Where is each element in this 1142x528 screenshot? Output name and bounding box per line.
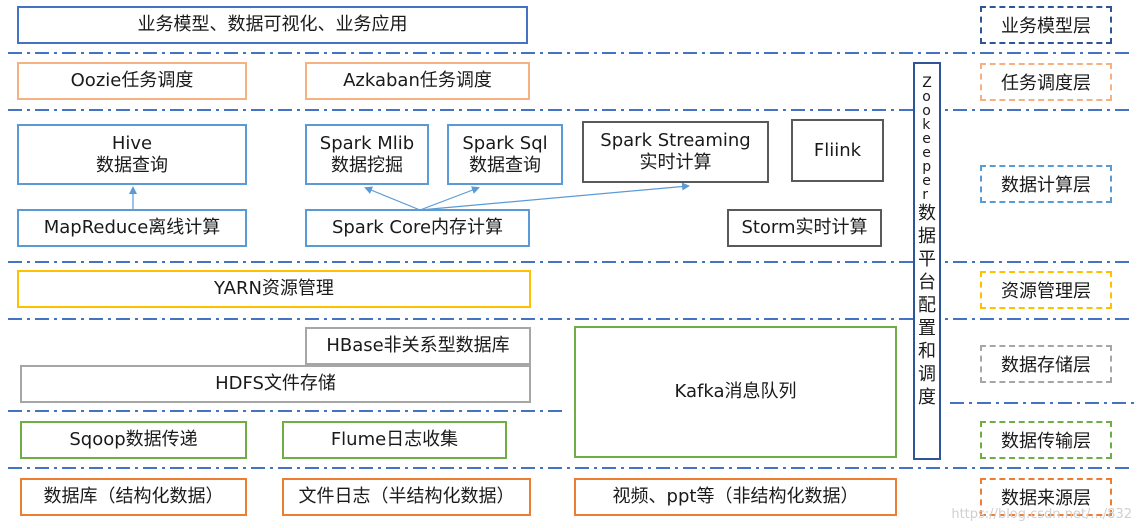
spark-sql-title: Spark Sql: [462, 132, 548, 154]
zk-char: Z: [922, 75, 932, 91]
watermark: https://blog.csdn.net/.../832: [951, 507, 1132, 522]
spark-sql-box: Spark Sql 数据查询: [447, 124, 563, 185]
zk-char: 和: [918, 341, 936, 362]
spark-core-box: Spark Core内存计算: [305, 209, 530, 247]
hdfs-box: HDFS文件存储: [20, 365, 531, 403]
filelog-box: 文件日志（半结构化数据）: [282, 478, 531, 516]
storm-box: Storm实时计算: [727, 209, 882, 247]
zk-char: 数: [918, 203, 936, 224]
zk-char: 调: [918, 364, 936, 385]
flume-label: Flume日志收集: [330, 429, 459, 450]
spark-mlib-title: Spark Mlib: [319, 132, 415, 154]
layer-resource-text: 资源管理层: [1001, 281, 1091, 302]
kafka-label: Kafka消息队列: [674, 381, 797, 402]
zk-char: p: [922, 159, 932, 175]
business-box: 业务模型、数据可视化、业务应用: [17, 6, 528, 44]
yarn-label: YARN资源管理: [214, 278, 334, 299]
arrow-core-sql: [419, 186, 480, 211]
spark-streaming-title: Spark Streaming: [600, 130, 751, 151]
layer-label-source: 数据来源层: [980, 478, 1112, 516]
zk-char: 台: [918, 272, 936, 293]
layer-label-storage: 数据存储层: [980, 345, 1112, 383]
layer-label-compute: 数据计算层: [980, 165, 1112, 203]
sqoop-box: Sqoop数据传递: [20, 421, 247, 459]
oozie-box: Oozie任务调度: [17, 62, 247, 100]
hbase-box: HBase非关系型数据库: [305, 327, 531, 365]
spark-sql-subtitle: 数据查询: [469, 154, 541, 176]
spark-core-label: Spark Core内存计算: [331, 217, 504, 238]
arrow-core-streaming: [419, 182, 690, 211]
spark-mlib-subtitle: 数据挖掘: [331, 154, 403, 176]
zk-char: k: [922, 117, 931, 133]
azkaban-box: Azkaban任务调度: [305, 62, 530, 100]
zookeeper-cjk: 数 据 平 台 配 置 和 调 度: [918, 202, 936, 409]
layer-label-resource: 资源管理层: [980, 271, 1112, 309]
hdfs-label: HDFS文件存储: [215, 373, 336, 394]
sqoop-label: Sqoop数据传递: [69, 429, 198, 450]
database-box: 数据库（结构化数据）: [20, 478, 247, 516]
hbase-label: HBase非关系型数据库: [326, 335, 510, 356]
kafka-box: Kafka消息队列: [574, 326, 897, 458]
layer-compute-text: 数据计算层: [1001, 175, 1091, 196]
storm-label: Storm实时计算: [741, 217, 868, 238]
hive-box: Hive 数据查询: [17, 124, 247, 185]
zk-char: 度: [918, 387, 936, 408]
spark-mlib-box: Spark Mlib 数据挖掘: [305, 124, 429, 185]
layer-label-transfer: 数据传输层: [980, 421, 1112, 459]
zookeeper-bar: Z o o k e e p e r 数 据 平 台 配 置 和 调 度: [913, 62, 941, 460]
zk-char: e: [922, 173, 931, 189]
zk-char: 配: [918, 295, 936, 316]
layer-storage-text: 数据存储层: [1001, 355, 1091, 376]
layer-source-text: 数据来源层: [1001, 488, 1091, 509]
oozie-label: Oozie任务调度: [70, 70, 194, 91]
yarn-box: YARN资源管理: [17, 270, 531, 308]
business-label: 业务模型、数据可视化、业务应用: [137, 14, 408, 35]
spark-streaming-subtitle: 实时计算: [639, 152, 712, 173]
zk-char: e: [922, 145, 931, 161]
zk-char: e: [922, 131, 931, 147]
zookeeper-latin: Z o o k e e p e r: [922, 76, 932, 202]
layer-label-task: 任务调度层: [980, 63, 1112, 101]
mapreduce-box: MapReduce离线计算: [17, 209, 247, 247]
video-label: 视频、ppt等（非结构化数据）: [612, 486, 859, 507]
layer-task-text: 任务调度层: [1001, 73, 1091, 94]
mapreduce-label: MapReduce离线计算: [43, 217, 221, 238]
spark-streaming-box: Spark Streaming 实时计算: [582, 121, 769, 183]
zk-char: 置: [918, 318, 936, 339]
flume-box: Flume日志收集: [282, 421, 507, 459]
hive-title: Hive: [111, 132, 153, 154]
filelog-label: 文件日志（半结构化数据）: [298, 486, 515, 507]
zk-char: r: [922, 187, 928, 203]
zk-char: o: [922, 103, 931, 119]
azkaban-label: Azkaban任务调度: [343, 70, 492, 91]
zk-char: o: [922, 89, 931, 105]
hive-subtitle: 数据查询: [96, 154, 168, 176]
layer-label-business: 业务模型层: [980, 6, 1112, 44]
layer-transfer-text: 数据传输层: [1001, 431, 1091, 452]
flink-box: Fliink: [791, 119, 884, 182]
layer-business-text: 业务模型层: [1001, 16, 1091, 37]
zk-char: 平: [918, 249, 936, 270]
zk-char: 据: [918, 226, 936, 247]
video-box: 视频、ppt等（非结构化数据）: [574, 478, 897, 516]
arrow-core-mlib: [364, 186, 421, 211]
flink-label: Fliink: [813, 139, 862, 161]
database-label: 数据库（结构化数据）: [43, 486, 224, 507]
